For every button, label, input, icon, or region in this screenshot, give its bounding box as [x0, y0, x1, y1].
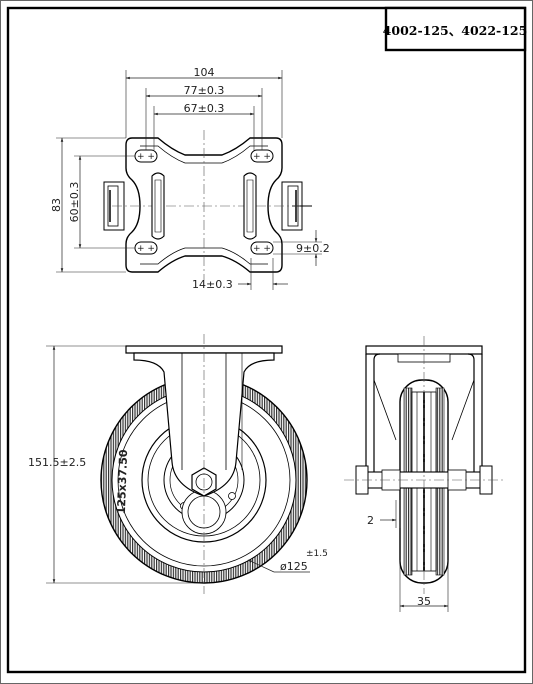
dim-hole-outer: 77±0.3 — [184, 84, 225, 97]
svg-text:+ +: + + — [253, 152, 271, 162]
dim-offset: 2 — [367, 514, 374, 527]
tire-marking: 125x37.50 — [115, 449, 130, 515]
front-view: 125x37.50 151.5±2.5 ø125 ±1.5 — [28, 334, 328, 594]
dim-hole-inner: 67±0.3 — [184, 102, 225, 115]
mounting-hole-icon: + + — [134, 241, 158, 255]
dim-wheel-width: 35 — [417, 595, 431, 608]
svg-text:+ +: + + — [137, 244, 155, 254]
dim-overall-width: 104 — [194, 66, 215, 79]
svg-text:+ +: + + — [253, 244, 271, 254]
top-view: + + + + + + + + 104 77±0.3 — [50, 66, 330, 291]
dim-diameter-tol: ±1.5 — [306, 549, 328, 559]
dim-slot-length: 14±0.3 — [192, 278, 233, 291]
svg-text:+ +: + + — [137, 152, 155, 162]
inner-frame — [6, 6, 527, 674]
side-view: 2 35 — [344, 336, 504, 612]
mounting-hole-icon: + + — [134, 149, 158, 163]
dim-height: 151.5±2.5 — [28, 456, 86, 469]
title-block: 4002-125、4022-125 — [383, 6, 528, 52]
plate-slot — [151, 172, 165, 240]
dim-hole-vertical: 60±0.3 — [68, 182, 81, 223]
mounting-hole-icon: + + — [250, 149, 274, 163]
dim-overall-height: 83 — [50, 198, 63, 212]
plate-slot — [243, 172, 257, 240]
model-number: 4002-125、4022-125 — [383, 23, 528, 38]
dim-diameter: ø125 — [280, 560, 308, 573]
dim-slot-width: 9±0.2 — [296, 242, 330, 255]
mounting-hole-icon: + + — [250, 241, 274, 255]
